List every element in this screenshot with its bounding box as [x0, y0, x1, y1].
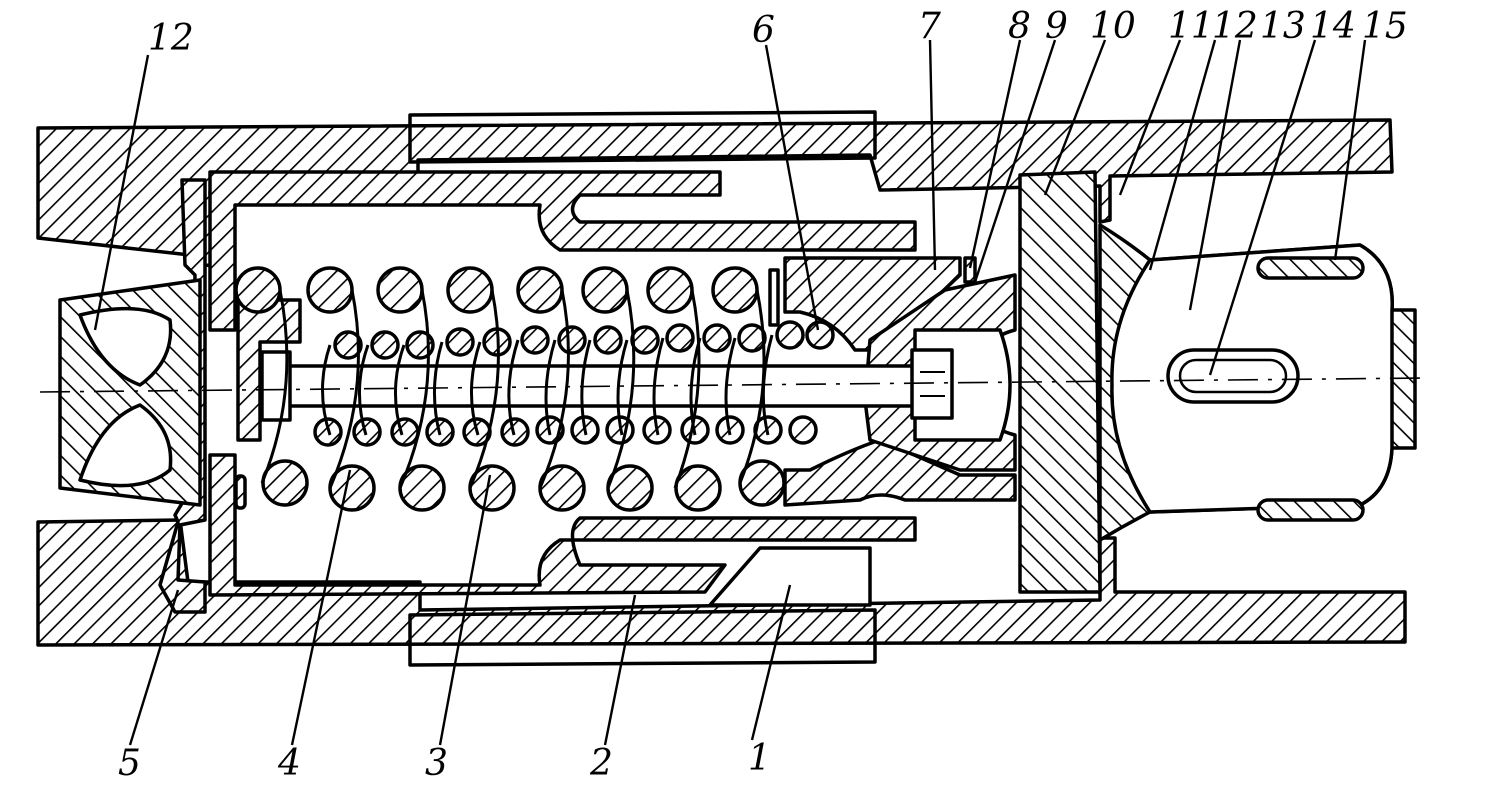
outer-spring-outline — [260, 289, 766, 489]
rear-yoke-void-bottom — [78, 403, 173, 488]
axis-centerline — [39, 377, 1426, 393]
rear-slot-mark — [234, 474, 247, 510]
bottom-strap-plate — [408, 608, 877, 667]
label-14: 14 — [1310, 6, 1356, 47]
yoke-bottom-slot — [1256, 498, 1365, 522]
label-15: 15 — [1362, 6, 1408, 47]
bolt-nut-right — [910, 348, 954, 420]
label-12-left: 12 — [148, 18, 194, 59]
label-10: 10 — [1090, 6, 1136, 47]
housing-upper — [208, 170, 917, 332]
yoke-top-slot — [1256, 256, 1365, 280]
part-labels: 12 5 4 3 2 1 6 7 8 9 10 11 12 13 14 15 — [118, 6, 1408, 784]
label-1: 1 — [748, 738, 771, 779]
label-6: 6 — [752, 10, 775, 51]
label-13: 13 — [1260, 6, 1306, 47]
wedge-shoe-6 — [768, 268, 780, 327]
coupler-key-slot-inner — [1178, 358, 1288, 394]
inner-spring-outline — [321, 334, 774, 436]
spring-seat-plate — [236, 298, 302, 442]
label-12-right: 12 — [1212, 6, 1258, 47]
leader-lines — [93, 39, 1367, 746]
friction-wedge-bottom — [783, 438, 1017, 507]
label-5: 5 — [118, 743, 141, 784]
rear-yoke-void-top — [78, 306, 173, 387]
front-follower-plate — [1018, 170, 1102, 594]
housing-wedge-1 — [708, 546, 872, 607]
label-3: 3 — [425, 743, 448, 784]
label-9: 9 — [1045, 6, 1068, 47]
label-8: 8 — [1008, 6, 1031, 47]
label-11: 11 — [1168, 6, 1214, 47]
label-7: 7 — [918, 6, 941, 47]
coupler-key-slot — [1166, 348, 1300, 404]
stop-pin — [963, 256, 977, 284]
housing-lower — [208, 453, 917, 597]
label-4: 4 — [277, 743, 301, 784]
top-strap-plate — [408, 110, 877, 164]
label-2: 2 — [589, 743, 613, 784]
